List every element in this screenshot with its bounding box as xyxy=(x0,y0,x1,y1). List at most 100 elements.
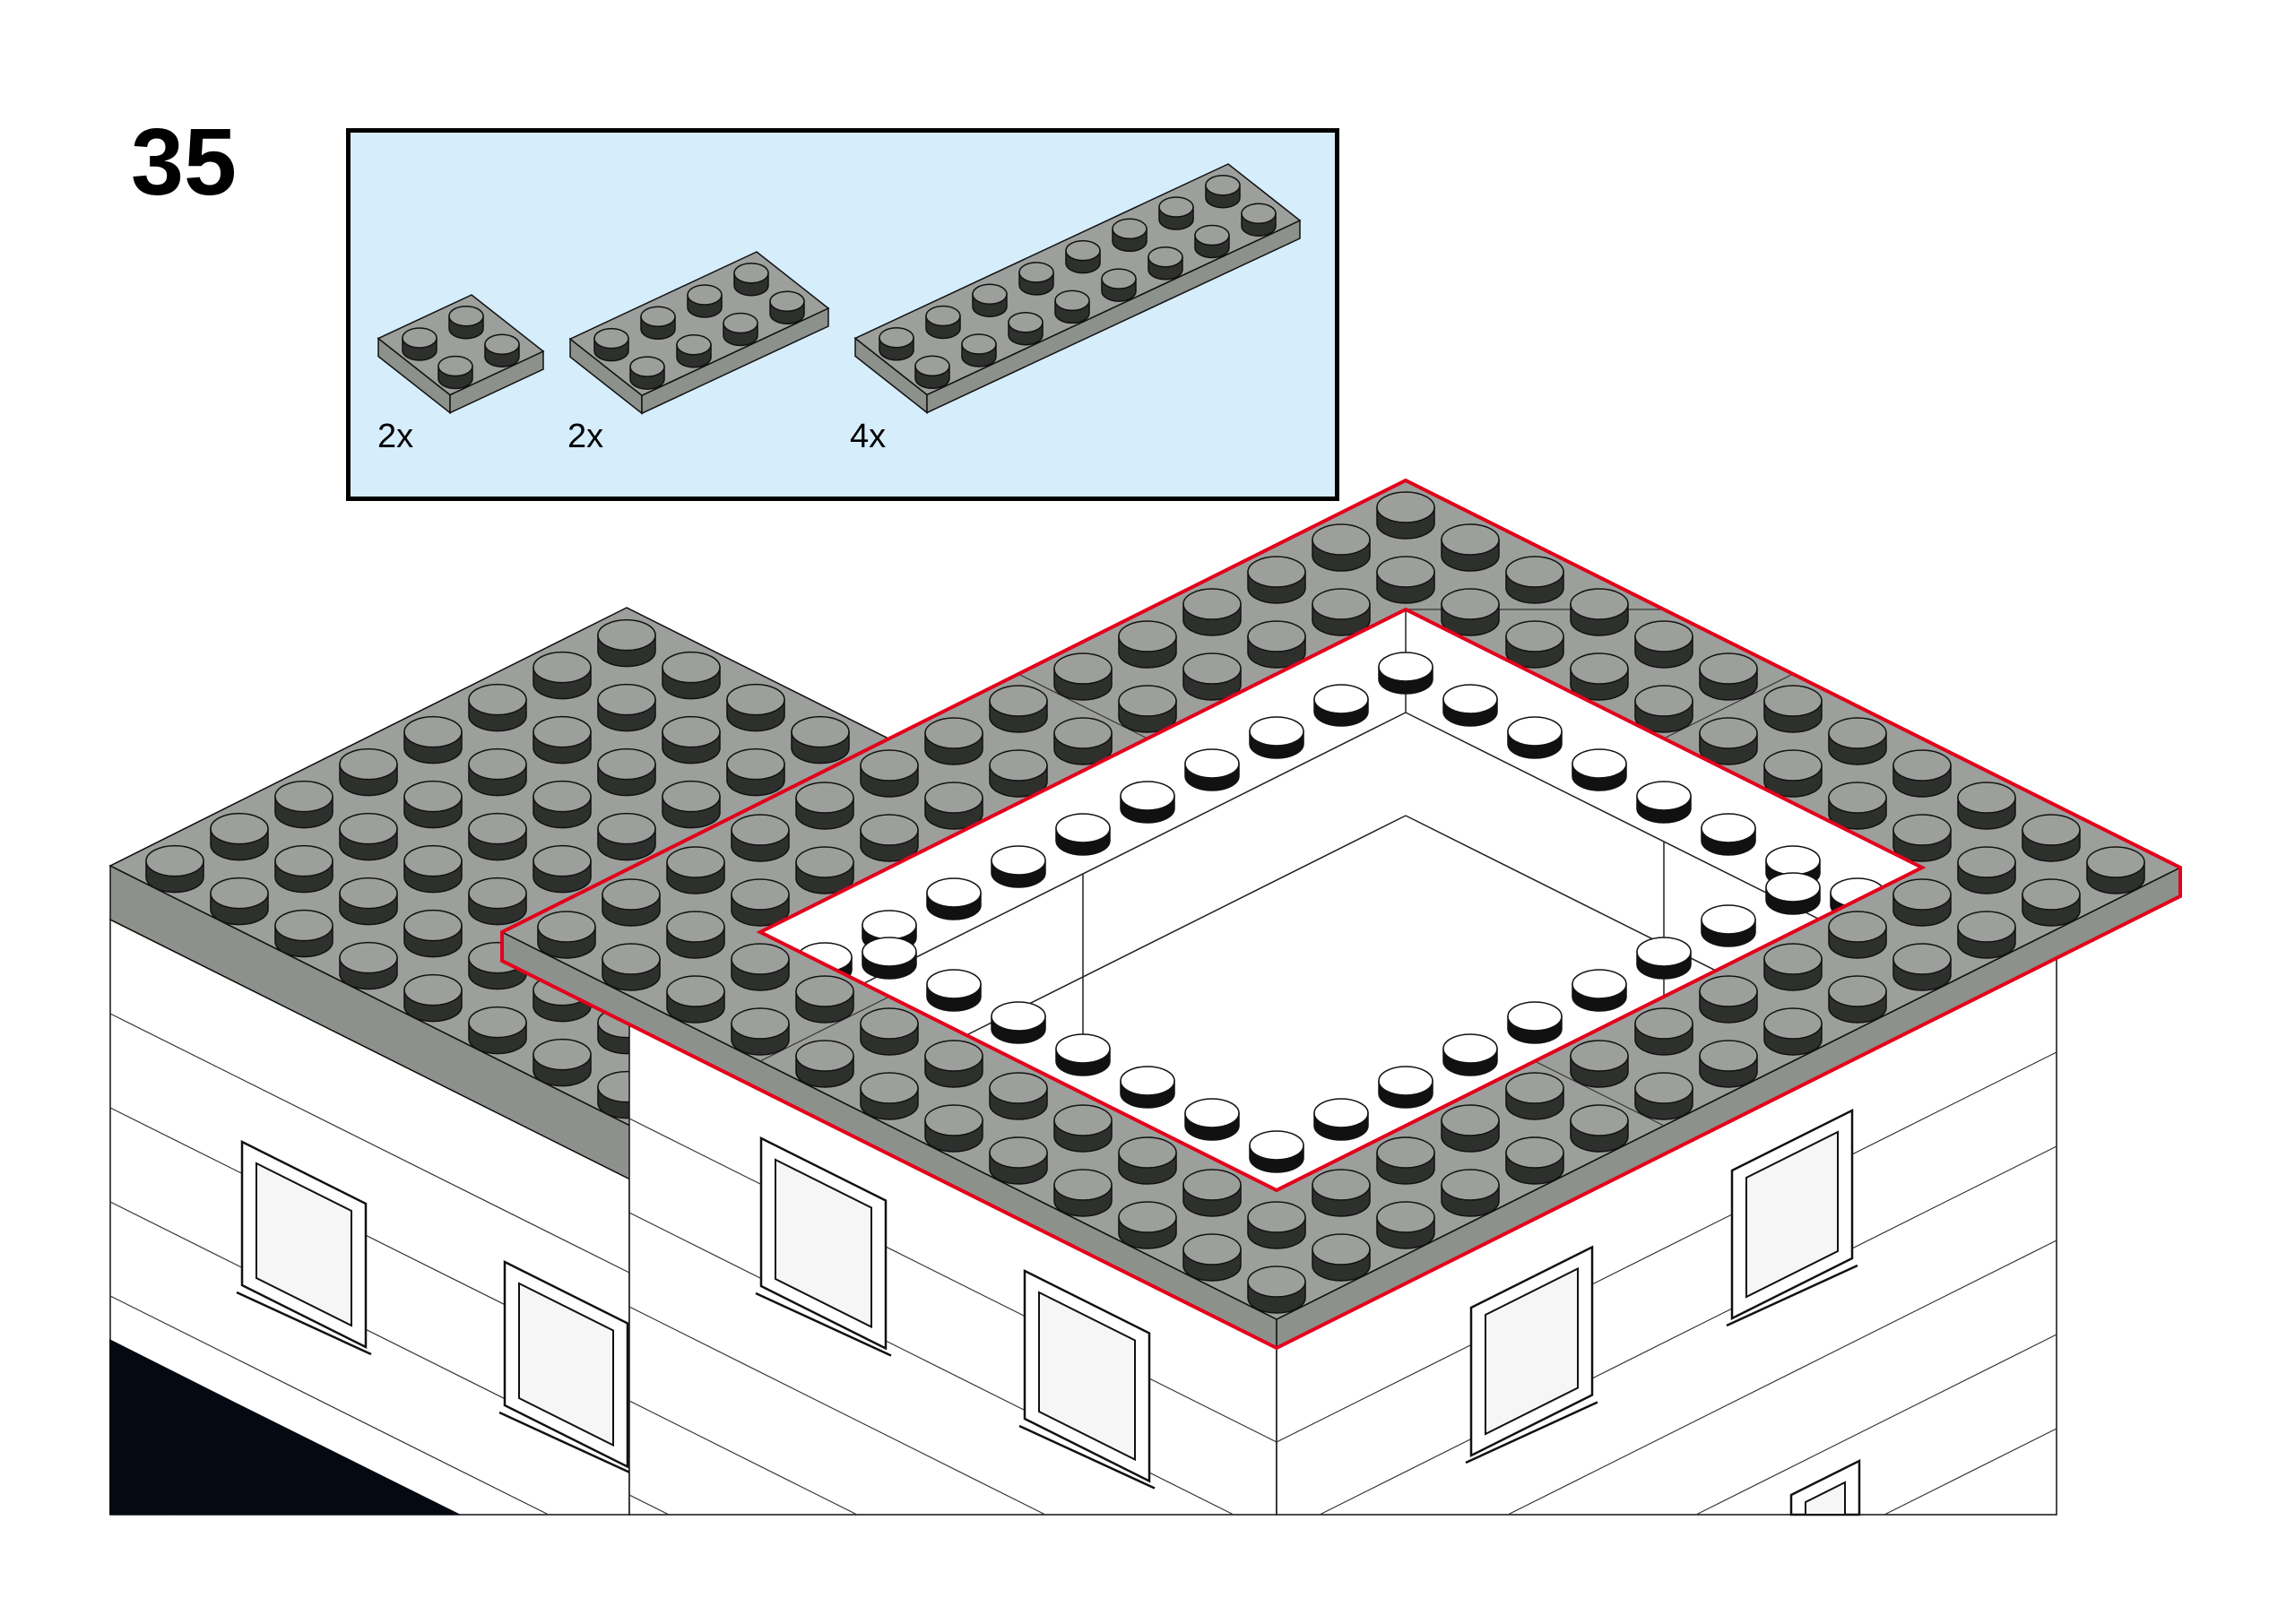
stud-top xyxy=(1636,937,1692,967)
white-stud xyxy=(1184,1098,1240,1141)
brick-joint xyxy=(628,1494,670,1516)
stud-top xyxy=(484,333,520,355)
stud xyxy=(731,1007,790,1056)
stud-top xyxy=(602,878,661,911)
stud-top xyxy=(1957,782,2016,814)
stud-top xyxy=(448,305,484,327)
stud-top xyxy=(666,975,725,1007)
stud-top xyxy=(1892,749,1952,782)
stud-top xyxy=(1158,196,1194,218)
stud xyxy=(1018,262,1054,296)
stud-top xyxy=(860,749,919,782)
stud-top xyxy=(1249,716,1304,747)
stud xyxy=(731,814,790,862)
stud xyxy=(961,333,997,367)
stud xyxy=(403,715,463,764)
stud-top xyxy=(1184,1098,1240,1128)
brick-joint xyxy=(628,1118,1277,1443)
stud xyxy=(924,717,983,765)
white-stud xyxy=(1572,969,1627,1012)
stud-top xyxy=(791,715,850,748)
stud xyxy=(733,262,769,297)
stud-top xyxy=(1699,717,1758,749)
stud-top xyxy=(1378,652,1433,682)
stud xyxy=(1118,620,1177,669)
stud xyxy=(662,651,721,700)
window-sill xyxy=(1726,1264,1858,1327)
stud xyxy=(1570,652,1629,701)
stud xyxy=(2022,814,2081,862)
brick-joint xyxy=(109,1295,550,1516)
stud-top xyxy=(1053,652,1113,685)
window-sill xyxy=(236,1291,372,1356)
stud-top xyxy=(989,1072,1048,1104)
stud-top xyxy=(1570,588,1629,620)
main-building xyxy=(628,956,2057,1516)
stud xyxy=(1312,588,1371,636)
stud xyxy=(1634,1072,1693,1120)
stud-top xyxy=(991,845,1046,876)
stud-top xyxy=(924,717,983,749)
stud xyxy=(924,1104,983,1153)
stud-top xyxy=(1148,246,1183,268)
stud-top xyxy=(862,910,917,940)
stud-top xyxy=(210,877,269,910)
stud-top xyxy=(1505,620,1564,652)
stud-top xyxy=(1507,716,1563,747)
stud xyxy=(795,846,854,894)
stud-top xyxy=(339,812,398,845)
stud xyxy=(1441,1104,1500,1153)
stud-top xyxy=(1378,1066,1433,1096)
stud xyxy=(2086,846,2145,894)
stud xyxy=(597,683,656,732)
stud-top xyxy=(1828,911,1887,943)
stud-top xyxy=(1570,1040,1629,1072)
stud-top xyxy=(1442,684,1498,714)
stud-top xyxy=(597,683,656,716)
stud-top xyxy=(1205,174,1241,196)
stud-top xyxy=(1112,218,1148,240)
stud-top xyxy=(1053,717,1113,749)
stud-top xyxy=(274,780,333,813)
white-stud xyxy=(1636,937,1692,980)
window-pane xyxy=(518,1282,614,1447)
stud-top xyxy=(1312,588,1371,620)
stud-top xyxy=(795,1040,854,1072)
stud xyxy=(1247,620,1306,669)
stud xyxy=(1892,943,1952,991)
stud xyxy=(662,715,721,764)
stud xyxy=(468,747,527,797)
white-stud xyxy=(1249,716,1304,759)
stud xyxy=(1763,685,1823,733)
stud-top xyxy=(1182,1169,1242,1201)
stud-top xyxy=(597,747,656,781)
stud-top xyxy=(924,782,983,814)
stud-top xyxy=(1312,523,1371,556)
stud-top xyxy=(795,846,854,878)
stud xyxy=(1376,556,1435,604)
stud-top xyxy=(1182,652,1242,685)
stud-top xyxy=(926,969,982,999)
stud-top xyxy=(1892,814,1952,846)
brick-joint xyxy=(1319,1145,2057,1516)
stud xyxy=(1376,1136,1435,1185)
stud-top xyxy=(662,651,721,684)
stud-top xyxy=(533,844,592,877)
stud-top xyxy=(662,715,721,748)
stud-top xyxy=(862,937,917,967)
white-stud xyxy=(1055,813,1111,856)
stud-top xyxy=(1442,1033,1498,1064)
window xyxy=(755,1136,892,1357)
stud-top xyxy=(1118,1201,1177,1233)
stud-top xyxy=(1699,975,1758,1007)
window-pane xyxy=(1038,1291,1136,1462)
stud xyxy=(924,782,983,830)
stud-top xyxy=(210,812,269,845)
stud xyxy=(468,812,527,861)
new-parts-highlight-outline xyxy=(500,478,2182,1351)
stud-top xyxy=(1247,1266,1306,1298)
window-sill xyxy=(1018,1424,1156,1490)
stud xyxy=(989,749,1048,798)
stud-top xyxy=(860,1072,919,1104)
stud xyxy=(1053,652,1113,701)
